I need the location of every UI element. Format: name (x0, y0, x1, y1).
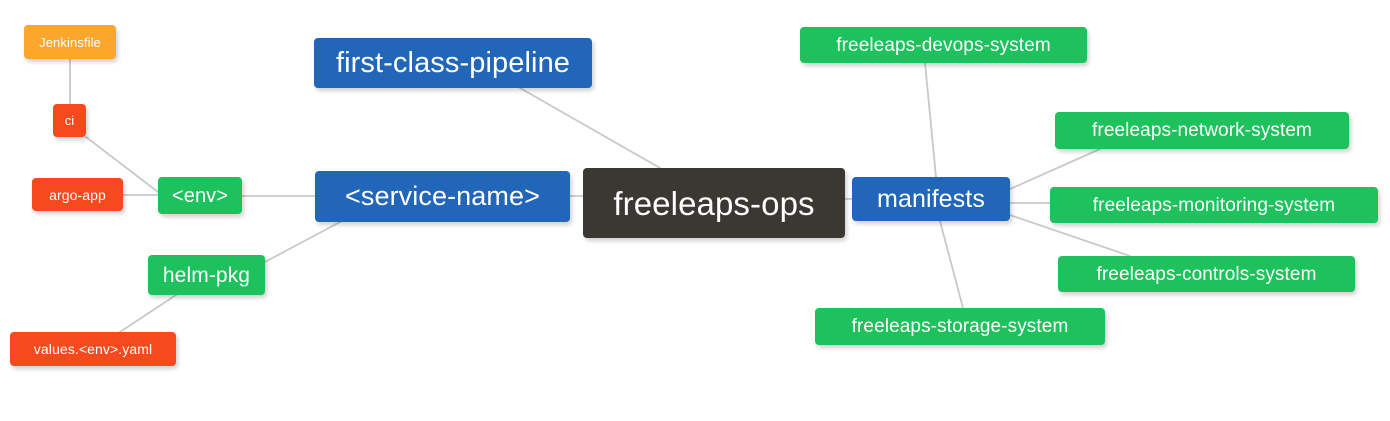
node-label: <env> (171, 184, 229, 207)
node-values-yaml[interactable]: values.<env>.yaml (10, 332, 176, 366)
edge-first-class-pipeline-to-freeleaps-ops (519, 87, 661, 169)
node-label: freeleaps-monitoring-system (1092, 194, 1336, 216)
node-freeleaps-controls-system[interactable]: freeleaps-controls-system (1058, 256, 1355, 292)
node-env[interactable]: <env> (158, 177, 242, 214)
edge-helm-pkg-to-values-yaml (119, 294, 177, 333)
node-helm-pkg[interactable]: helm-pkg (148, 255, 265, 295)
node-freeleaps-monitoring-system[interactable]: freeleaps-monitoring-system (1050, 187, 1378, 223)
node-label: <service-name> (345, 181, 540, 211)
node-label: freeleaps-devops-system (836, 34, 1051, 56)
node-label: freeleaps-storage-system (851, 316, 1069, 337)
node-jenkinsfile[interactable]: Jenkinsfile (24, 25, 116, 59)
node-label: argo-app (49, 186, 106, 203)
node-freeleaps-storage-system[interactable]: freeleaps-storage-system (815, 308, 1105, 345)
node-freeleaps-network-system[interactable]: freeleaps-network-system (1055, 112, 1349, 149)
node-first-class-pipeline[interactable]: first-class-pipeline (314, 38, 592, 88)
edge-manifests-to-freeleaps-devops-system (924, 62, 937, 178)
node-label: helm-pkg (162, 263, 251, 287)
node-label: freeleaps-ops (613, 184, 815, 222)
node-service-name[interactable]: <service-name> (315, 171, 570, 222)
edge-service-name-to-helm-pkg (264, 221, 341, 263)
node-argo-app[interactable]: argo-app (32, 178, 123, 211)
edge-manifests-to-freeleaps-network-system (1009, 148, 1101, 190)
node-label: ci (64, 113, 75, 128)
node-label: freeleaps-network-system (1092, 120, 1312, 141)
node-freeleaps-devops-system[interactable]: freeleaps-devops-system (800, 27, 1087, 63)
node-label: freeleaps-controls-system (1096, 263, 1317, 285)
node-freeleaps-ops[interactable]: freeleaps-ops (583, 168, 845, 238)
node-label: values.<env>.yaml (33, 341, 153, 357)
node-manifests[interactable]: manifests (852, 177, 1010, 221)
node-label: first-class-pipeline (335, 46, 571, 79)
node-label: manifests (877, 184, 985, 213)
node-ci[interactable]: ci (53, 104, 86, 137)
node-label: Jenkinsfile (39, 34, 101, 50)
edge-manifests-to-freeleaps-storage-system (939, 220, 964, 309)
